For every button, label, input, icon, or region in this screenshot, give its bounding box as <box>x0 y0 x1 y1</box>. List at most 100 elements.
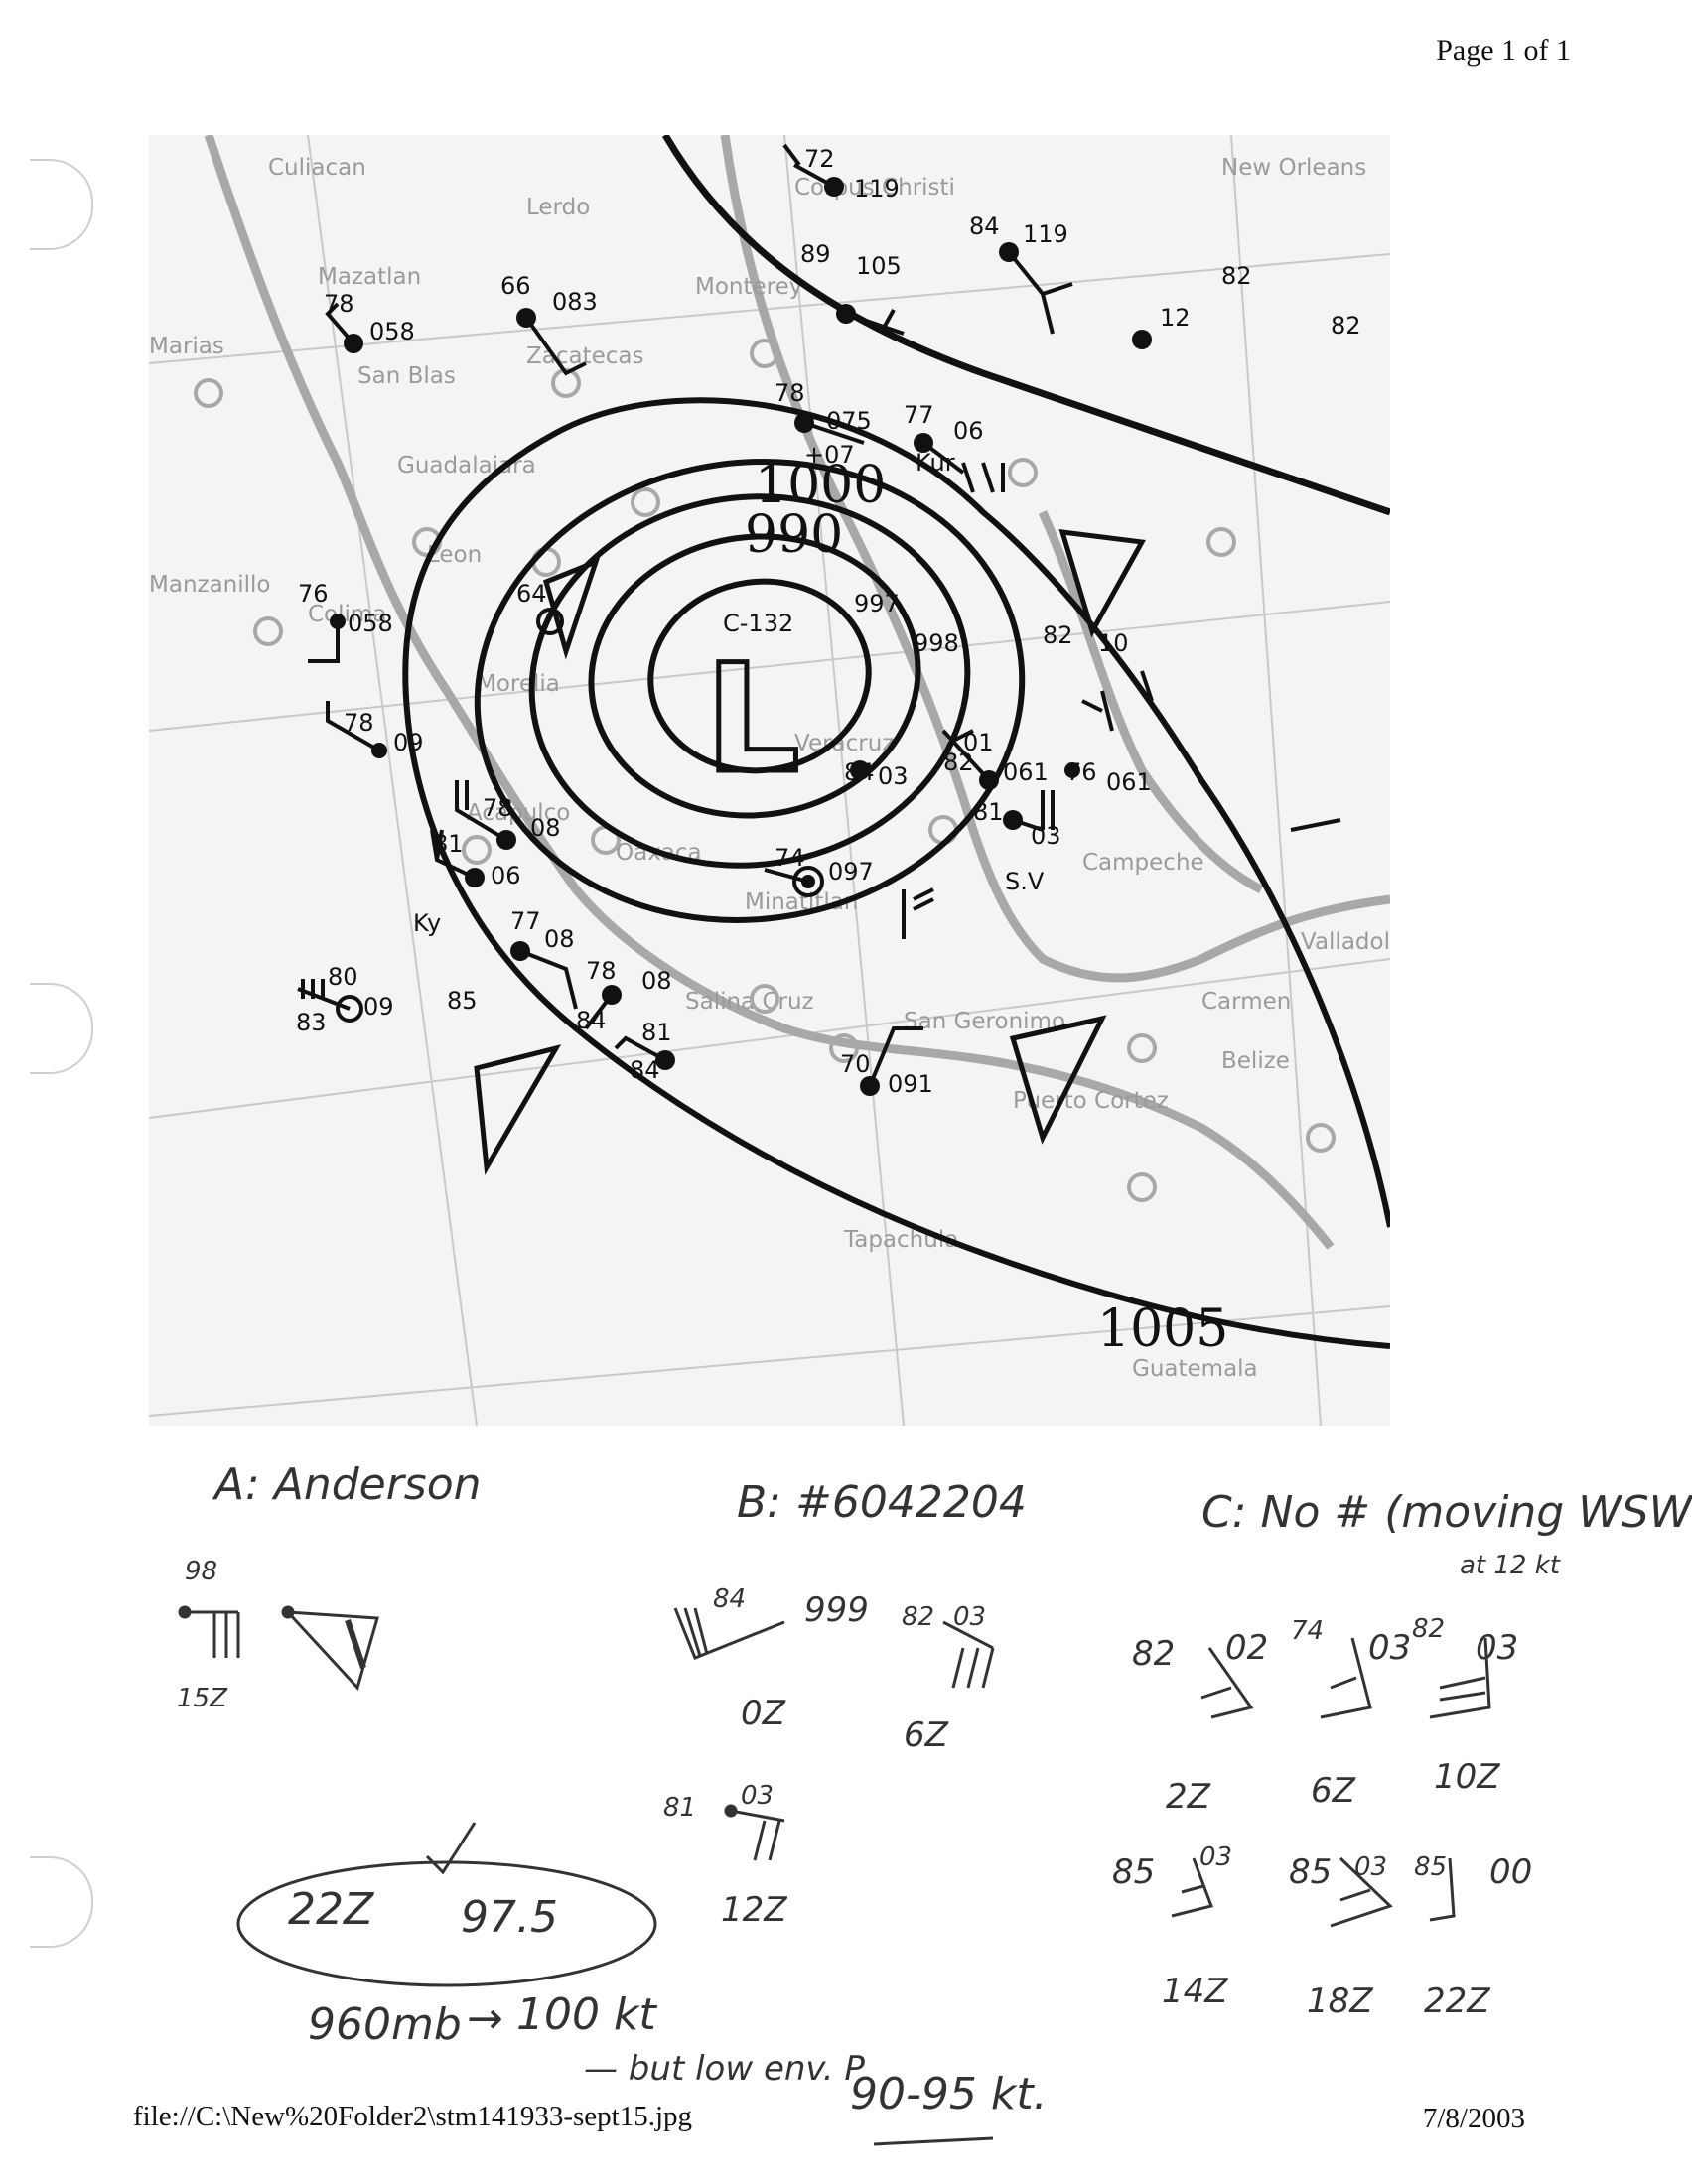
isobar-1005 <box>402 397 1390 1349</box>
station-pressure: 10 <box>1098 629 1129 657</box>
station-pressure: 083 <box>552 288 598 316</box>
station-pressure: 061 <box>1003 758 1049 786</box>
ship-b-pressure: 03 <box>741 1781 775 1811</box>
station-temp: 74 <box>775 844 805 872</box>
station-pressure: 075 <box>826 407 872 435</box>
map-annotation: 85 <box>447 987 478 1015</box>
map-annotation: 997 <box>854 590 900 617</box>
ship-b-label: B: #6042204 <box>737 1477 1027 1528</box>
estimate-arrow: → <box>467 1993 503 2044</box>
ship-b-pressure: 999 <box>804 1590 869 1630</box>
place-label: Culiacan <box>268 155 366 181</box>
ship-b-time: 6Z <box>904 1715 948 1755</box>
ship-c-pressure: 03 <box>1199 1843 1233 1872</box>
station-pressure: 091 <box>888 1070 933 1098</box>
place-label: Morelia <box>477 671 560 697</box>
station-pressure: 06 <box>953 417 984 445</box>
map-annotation: Ky <box>413 909 441 937</box>
circled-note-time: 22Z <box>288 1884 374 1935</box>
place-label: Colima <box>308 602 386 627</box>
station-pressure: 119 <box>1023 220 1068 248</box>
station-pressure: 097 <box>828 858 874 886</box>
station-pressure: 105 <box>856 252 902 280</box>
place-label: Manzanillo <box>149 572 271 598</box>
ship-b-temp: 81 <box>663 1793 697 1823</box>
isobars <box>402 397 1390 1349</box>
map-annotation: S.V <box>1005 868 1045 895</box>
map-annotation: 82 <box>1331 312 1361 340</box>
ship-b-time: 0Z <box>741 1694 785 1733</box>
frontal-boundary <box>661 135 1390 516</box>
map-grid <box>149 135 1390 1426</box>
page-number-label: Page 1 of 1 <box>1436 34 1571 67</box>
estimate-pressure: 960mb <box>308 1999 462 2050</box>
station-temp: 84 <box>969 212 1000 240</box>
weather-map-scan: Culiacan Lerdo New Orleans Corpus Christ… <box>149 135 1390 1426</box>
ship-c-pressure: 00 <box>1489 1852 1533 1892</box>
circled-note-value: 97.5 <box>461 1892 558 1943</box>
low-pressure-center: L C-132 <box>703 610 803 809</box>
ship-c-temp: 82 <box>1412 1614 1446 1644</box>
place-label: Guatemala <box>1132 1356 1258 1382</box>
station-temp: 78 <box>586 957 617 985</box>
ship-c-time: 18Z <box>1307 1981 1373 2021</box>
intensity-range: 90-95 kt. <box>850 2069 1048 2119</box>
file-path-label: file://C:\New%20Folder2\stm141933-sept15… <box>133 2101 693 2132</box>
low-center-symbol: L <box>705 633 800 806</box>
station-pressure: 061 <box>1106 768 1152 796</box>
isobar-1000 <box>474 459 1026 923</box>
map-annotation: Kur <box>916 449 955 477</box>
place-label: New Orleans <box>1221 155 1366 181</box>
station-pressure: 08 <box>530 814 561 842</box>
map-annotation: 998 <box>914 629 959 657</box>
station-pressure: 82 <box>1221 262 1252 290</box>
station-temp: 72 <box>804 145 835 173</box>
station-temp: 81 <box>973 798 1004 826</box>
ship-c-label-speed: at 12 kt <box>1460 1551 1560 1580</box>
station-pressure: 08 <box>641 967 672 995</box>
place-label: San Blas <box>357 363 456 389</box>
ship-b-temp: 84 <box>713 1584 747 1614</box>
ship-c-label: C: No # (moving WSW <box>1201 1487 1692 1538</box>
map-annotation: 01 <box>963 729 994 756</box>
station-temp: 78 <box>483 794 513 822</box>
ship-c-temp: 85 <box>1112 1852 1156 1892</box>
isobar-label-1005: 1005 <box>1097 1299 1228 1359</box>
station-pressure: 119 <box>854 175 900 203</box>
wind-barbs <box>297 143 1341 1087</box>
ship-c-temp: 85 <box>1414 1852 1448 1882</box>
isobar-990 <box>588 533 921 819</box>
print-date-label: 7/8/2003 <box>1422 2103 1525 2134</box>
center-note: C-132 <box>723 610 793 637</box>
place-label: Carmen <box>1201 989 1291 1015</box>
station-temp: 80 <box>328 963 358 991</box>
station-pressure: 09 <box>363 993 394 1021</box>
station-temp: 77 <box>510 907 541 935</box>
station-pressure: 058 <box>348 610 393 637</box>
station-temp: 81 <box>641 1019 672 1046</box>
place-label: Lerdo <box>526 195 590 220</box>
ship-b-time: 12Z <box>721 1890 787 1930</box>
ship-c-pressure: 03 <box>1476 1628 1519 1668</box>
ship-c-time: 10Z <box>1434 1757 1500 1797</box>
ship-c-temp: 85 <box>1289 1852 1333 1892</box>
ship-a-time: 15Z <box>177 1684 227 1713</box>
station-temp: 64 <box>516 580 547 608</box>
ship-c-pressure: 02 <box>1225 1628 1269 1668</box>
station-observations: 72 119 84 119 89 105 12 82 66 083 78 058… <box>298 145 1252 1098</box>
place-label: Marias <box>149 334 224 359</box>
ship-b-temp: 82 <box>902 1602 935 1632</box>
ship-c-time: 6Z <box>1311 1771 1355 1811</box>
station-temp: 70 <box>840 1050 871 1078</box>
estimate-wind: 100 kt <box>516 1989 656 2040</box>
place-label: Mazatlan <box>318 264 421 290</box>
station-pressure: 06 <box>491 862 521 889</box>
isobar-995 <box>528 493 971 869</box>
station-pressure: 03 <box>878 762 909 790</box>
hurricane-triangles <box>474 529 1146 1175</box>
place-label: Monterey <box>695 274 802 300</box>
ship-c-temp: 74 <box>1291 1616 1325 1646</box>
station-temp: 84 <box>844 758 875 786</box>
ship-c-temp: 82 <box>1132 1634 1176 1674</box>
